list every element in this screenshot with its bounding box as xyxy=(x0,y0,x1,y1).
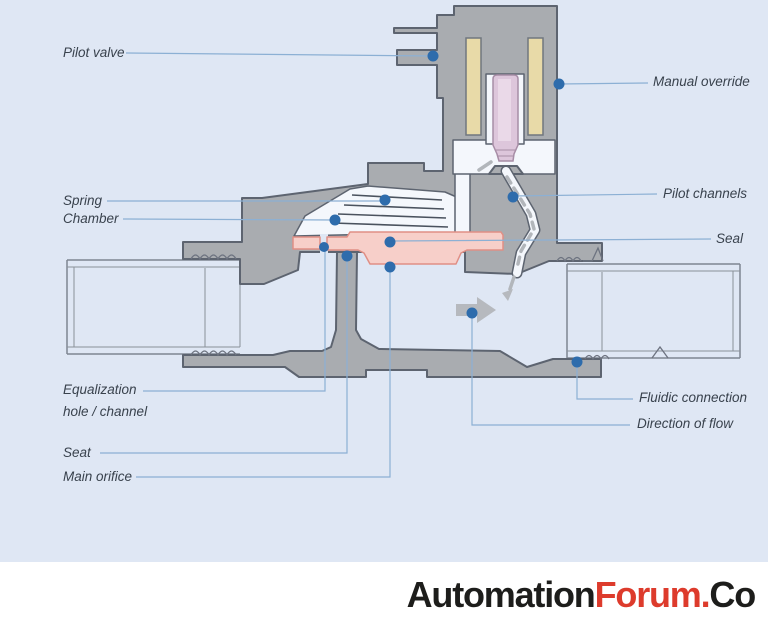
marker-seat xyxy=(341,250,353,262)
leader-manual-override xyxy=(558,82,649,85)
logo-part-co: Co xyxy=(709,574,756,615)
label-main-orifice: Main orifice xyxy=(63,469,132,484)
label-equalization-line2: hole / channel xyxy=(63,404,148,419)
label-pilot-channels: Pilot channels xyxy=(663,186,747,201)
marker-dots xyxy=(319,50,583,368)
pilot-channel-path xyxy=(477,160,541,301)
leader-seal xyxy=(389,238,712,242)
label-pilot-valve: Pilot valve xyxy=(63,45,125,60)
marker-fluidic-connection xyxy=(571,356,583,368)
diagram-panel: Pilot valve Manual override Spring Chamb… xyxy=(0,0,768,562)
label-seat: Seat xyxy=(63,445,92,460)
marker-chamber xyxy=(329,214,341,226)
solenoid-coil-right xyxy=(527,37,544,136)
label-spring: Spring xyxy=(63,193,103,208)
leader-pilot-channels xyxy=(512,193,658,197)
marker-pilot-channels xyxy=(507,191,519,203)
marker-seal xyxy=(384,236,396,248)
leader-lines xyxy=(100,52,712,478)
leader-direction-of-flow xyxy=(471,315,630,426)
leader-seat xyxy=(100,258,348,454)
marker-direction-of-flow xyxy=(466,307,478,319)
label-chamber: Chamber xyxy=(63,211,119,226)
diagram-labels: Pilot valve Manual override Spring Chamb… xyxy=(63,45,750,484)
leader-pilot-valve xyxy=(125,52,434,57)
leader-fluidic-connection xyxy=(576,363,633,400)
plunger-tip-ridges xyxy=(496,149,516,157)
label-seal: Seal xyxy=(716,231,744,246)
diaphragm-left-tab xyxy=(292,236,321,250)
pipe-threads xyxy=(190,246,669,361)
solenoid-valve-diagram: Pilot valve Manual override Spring Chamb… xyxy=(63,5,750,484)
marker-spring xyxy=(379,194,391,206)
logo-part-automation: Automation xyxy=(406,574,596,615)
marker-pilot-valve xyxy=(427,50,439,62)
leader-chamber xyxy=(122,218,336,221)
plunger-highlight xyxy=(498,79,511,141)
logo-part-forum: Forum. xyxy=(594,574,711,615)
outlet-pipe xyxy=(566,263,741,359)
marker-manual-override xyxy=(553,78,565,90)
leader-equalization xyxy=(143,249,326,392)
label-fluidic-connection: Fluidic connection xyxy=(639,390,747,405)
valve-lower-body xyxy=(182,251,602,378)
marker-equalization xyxy=(319,242,329,252)
automationforum-logo: AutomationForum.Co xyxy=(406,574,757,616)
label-direction-of-flow: Direction of flow xyxy=(637,416,734,431)
solenoid-coil-left xyxy=(465,37,482,136)
label-equalization: Equalization xyxy=(63,382,137,397)
label-manual-override: Manual override xyxy=(653,74,750,89)
footer: AutomationForum.Co xyxy=(0,562,768,637)
inlet-pipe xyxy=(66,259,241,355)
pilot-flow-arrowhead xyxy=(502,289,513,301)
leader-main-orifice xyxy=(136,269,391,478)
marker-main-orifice xyxy=(384,261,396,273)
spring-coil-lines xyxy=(332,194,449,228)
